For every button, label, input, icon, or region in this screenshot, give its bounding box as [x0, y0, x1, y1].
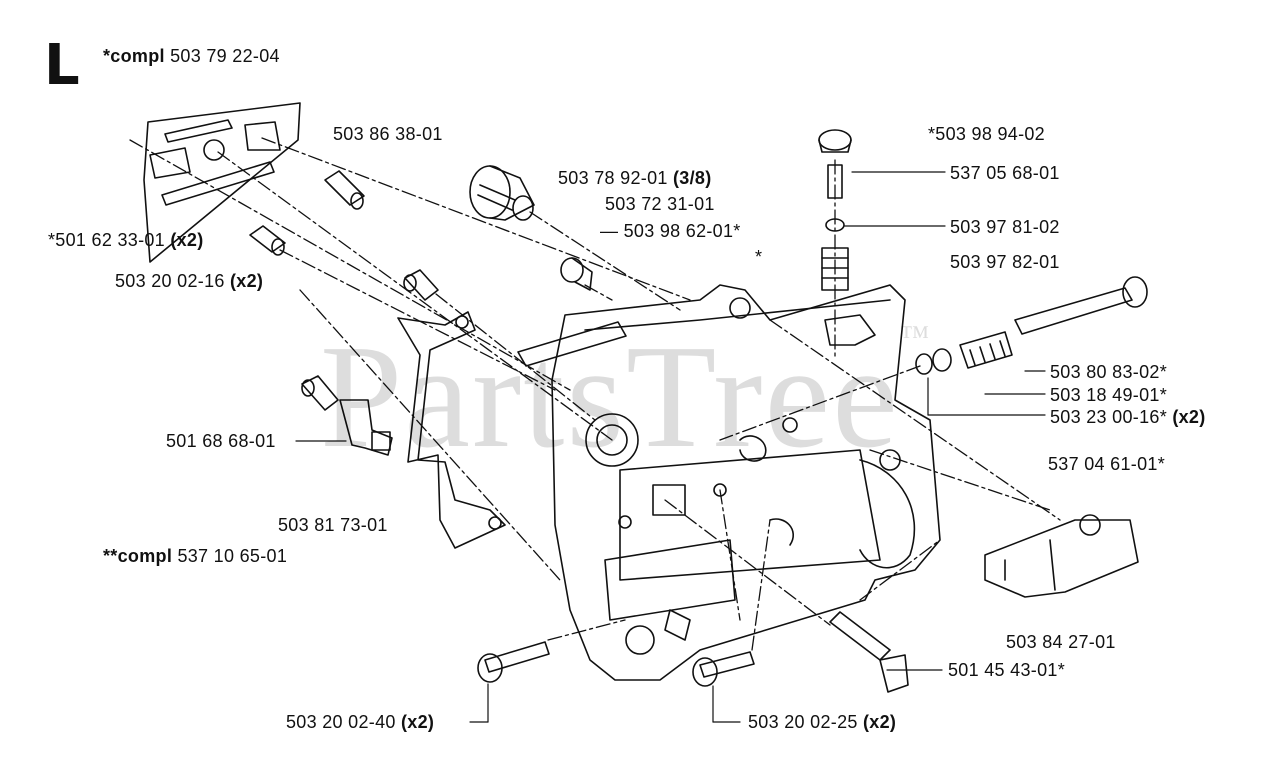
- label-washer-top[interactable]: 503 97 81-02: [950, 217, 1060, 238]
- part-number: 503 20 02-16: [115, 271, 225, 291]
- guide-bar-plate: [143, 102, 301, 263]
- part-number: 503 78 92-01: [558, 168, 668, 188]
- leader-lines: [295, 171, 1046, 723]
- part-number: 503 23 00-16*: [1050, 407, 1167, 427]
- label-suffix: (x2): [401, 712, 435, 732]
- part-number: 501 45 43-01*: [948, 660, 1065, 680]
- label-screw-bottom-right[interactable]: 501 45 43-01*: [948, 660, 1065, 681]
- section-letter: L: [44, 33, 80, 98]
- part-number: *503 98 94-02: [928, 124, 1045, 144]
- bottom-screws: [477, 611, 909, 693]
- part-number: 501 68 68-01: [166, 431, 276, 451]
- chain-catcher: [984, 514, 1139, 598]
- screw-upper-left: [403, 269, 439, 301]
- part-number: 503 84 27-01: [1006, 632, 1116, 652]
- part-number: 503 86 38-01: [333, 124, 443, 144]
- part-number: 503 79 22-04: [170, 46, 280, 66]
- part-number: 503 18 49-01*: [1050, 385, 1167, 405]
- label-screw-bottom-left[interactable]: 503 20 02-40 (x2): [286, 712, 434, 733]
- label-spring-top[interactable]: 503 97 82-01: [950, 252, 1060, 273]
- label-buffer[interactable]: 503 84 27-01: [1006, 632, 1116, 653]
- label-suffix: (3/8): [673, 168, 712, 188]
- right-screw-assembly: [915, 276, 1148, 375]
- label-prefix: **compl: [103, 546, 173, 566]
- label-adjuster[interactable]: 503 78 92-01 (3/8): [558, 168, 712, 189]
- label-bracket[interactable]: 501 68 68-01: [166, 431, 276, 452]
- part-number: 503 20 02-25: [748, 712, 858, 732]
- part-number: 503 97 82-01: [950, 252, 1060, 272]
- label-washer-right[interactable]: 503 80 83-02*: [1050, 362, 1167, 383]
- dowel-bushings: [249, 170, 365, 256]
- star-mark: *: [755, 247, 763, 267]
- clutch-cover-housing: [551, 284, 941, 681]
- part-number: 537 04 61-01*: [1048, 454, 1165, 474]
- label-cover-plate[interactable]: 503 81 73-01: [278, 515, 388, 536]
- part-number: 503 98 62-01*: [623, 221, 741, 241]
- watermark-text: PartsTree: [320, 315, 900, 479]
- part-number: 503 80 83-02*: [1050, 362, 1167, 382]
- label-suffix: (x2): [1172, 407, 1206, 427]
- label-spring-right[interactable]: 503 18 49-01*: [1050, 385, 1167, 406]
- part-number: 503 81 73-01: [278, 515, 388, 535]
- label-suffix: (x2): [170, 230, 204, 250]
- label-screw-left[interactable]: 503 20 02-16 (x2): [115, 271, 263, 292]
- label-pin-right[interactable]: 503 23 00-16* (x2): [1050, 407, 1206, 428]
- guide-pin-rod: [517, 321, 627, 367]
- label-spur[interactable]: 503 72 31-01: [605, 194, 715, 215]
- label-compl-mid[interactable]: **compl 537 10 65-01: [103, 546, 287, 567]
- label-screw-bottom-mid[interactable]: 503 20 02-25 (x2): [748, 712, 896, 733]
- chain-adjuster: [469, 165, 535, 221]
- bracket: [301, 375, 393, 456]
- part-number: 537 10 65-01: [177, 546, 288, 566]
- label-guide-pin[interactable]: — 503 98 62-01*: [600, 221, 741, 242]
- label-prefix: —: [600, 221, 624, 241]
- label-bushing-left[interactable]: *501 62 33-01 (x2): [48, 230, 204, 251]
- label-catcher[interactable]: 537 04 61-01*: [1048, 454, 1165, 475]
- explosion-lines: [129, 137, 1061, 651]
- watermark: PartsTree™: [320, 312, 931, 482]
- part-number: *501 62 33-01: [48, 230, 165, 250]
- part-number: 503 20 02-40: [286, 712, 396, 732]
- watermark-tm: ™: [899, 320, 932, 353]
- label-compl-top[interactable]: *compl 503 79 22-04: [103, 46, 280, 67]
- part-number: 503 97 81-02: [950, 217, 1060, 237]
- part-number: 537 05 68-01: [950, 163, 1060, 183]
- label-knob[interactable]: *503 98 94-02: [928, 124, 1045, 145]
- part-number: 503 72 31-01: [605, 194, 715, 214]
- label-suffix: (x2): [230, 271, 264, 291]
- label-suffix: (x2): [863, 712, 897, 732]
- label-prefix: *compl: [103, 46, 165, 66]
- spur-bushing: [560, 257, 593, 291]
- label-bar-plate[interactable]: 503 86 38-01: [333, 124, 443, 145]
- label-screw-top[interactable]: 537 05 68-01: [950, 163, 1060, 184]
